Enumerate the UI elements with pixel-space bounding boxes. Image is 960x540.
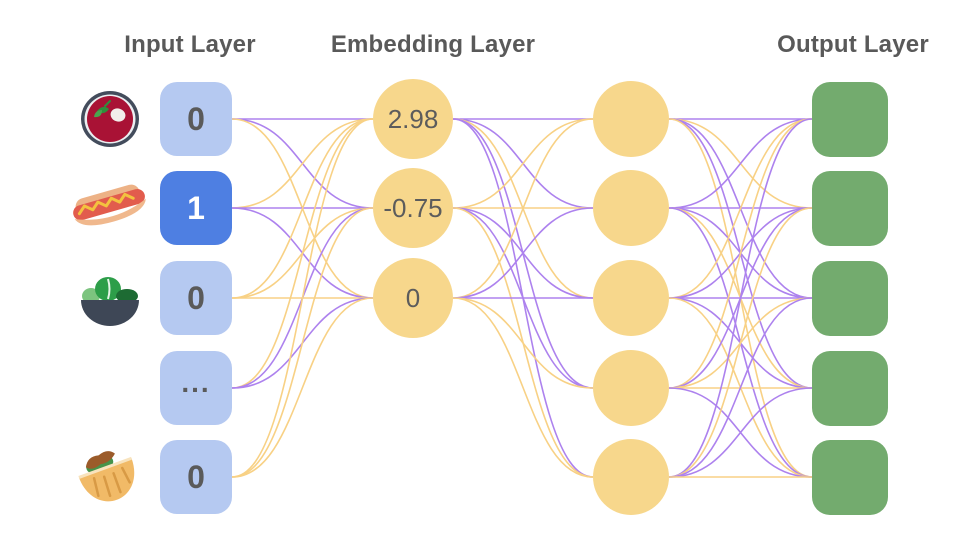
edge-input5-embedding1 xyxy=(231,118,374,478)
embedding-node-2: -0.75 xyxy=(373,168,453,248)
edge-input4-embedding1 xyxy=(231,118,374,389)
output-node-5 xyxy=(812,439,888,515)
embedding-node-1: 2.98 xyxy=(373,79,453,159)
edge-hidden4-output1 xyxy=(668,118,813,389)
edge-embedding2-hidden1 xyxy=(452,118,594,209)
hot-dog-icon xyxy=(70,178,150,238)
output-node-2 xyxy=(812,170,888,246)
input-node-4: ... xyxy=(160,351,232,425)
green-salad-icon xyxy=(78,266,142,330)
hidden-node-1 xyxy=(593,81,669,157)
output-node-3 xyxy=(812,260,888,336)
edge-embedding3-hidden4 xyxy=(452,297,594,389)
embedding-node-3: 0 xyxy=(373,258,453,338)
edge-embedding3-hidden5 xyxy=(452,297,594,478)
edge-hidden3-output1 xyxy=(668,118,813,299)
input-node-5: 0 xyxy=(160,440,232,514)
input-node-1: 0 xyxy=(160,82,232,156)
edge-embedding3-hidden1 xyxy=(452,118,594,299)
edge-hidden5-output4 xyxy=(668,387,813,478)
edge-input2-embedding1 xyxy=(231,118,374,209)
input-node-3: 0 xyxy=(160,261,232,335)
edge-hidden5-output2 xyxy=(668,207,813,478)
edge-input3-embedding1 xyxy=(231,118,374,299)
edge-hidden5-output3 xyxy=(668,297,813,478)
edge-hidden5-output1 xyxy=(668,118,813,478)
output-node-4 xyxy=(812,350,888,426)
edge-hidden2-output1 xyxy=(668,118,813,209)
edge-input5-embedding2 xyxy=(231,207,374,478)
borscht-soup-icon xyxy=(78,87,142,151)
edge-embedding3-hidden2 xyxy=(452,207,594,299)
output-node-1 xyxy=(812,81,888,157)
input-layer-title: Input Layer xyxy=(124,31,256,58)
hidden-node-4 xyxy=(593,350,669,426)
hidden-node-2 xyxy=(593,170,669,246)
embedding-layer-title: Embedding Layer xyxy=(330,31,536,58)
input-node-2: 1 xyxy=(160,171,232,245)
stuffed-flatbread-icon xyxy=(78,445,142,509)
hidden-node-3 xyxy=(593,260,669,336)
edge-input5-embedding3 xyxy=(231,297,374,478)
output-layer-title: Output Layer xyxy=(777,31,929,58)
hidden-node-5 xyxy=(593,439,669,515)
